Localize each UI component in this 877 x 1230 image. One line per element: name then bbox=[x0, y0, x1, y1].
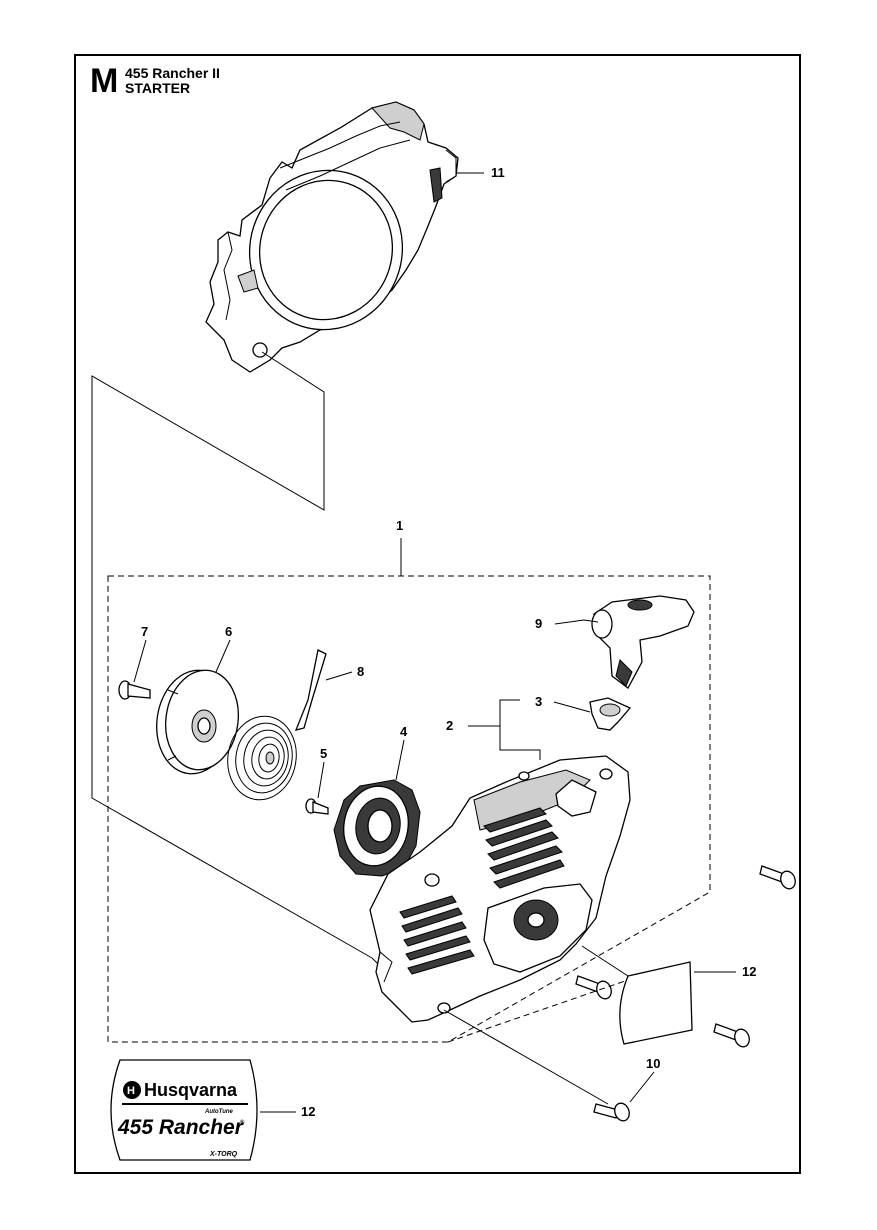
callout-12-decal: 12 bbox=[301, 1104, 315, 1119]
leader-5 bbox=[317, 761, 325, 799]
assembly-boundary-extension bbox=[447, 979, 629, 1043]
callout-6: 6 bbox=[225, 624, 232, 639]
leader-4 bbox=[395, 739, 405, 781]
decal-xtorq: X-TORQ bbox=[209, 1151, 238, 1158]
screw-10-bottom bbox=[593, 1102, 630, 1122]
assembly-boundary bbox=[107, 575, 711, 1043]
leader-6 bbox=[215, 639, 231, 673]
starter-housing-2 bbox=[369, 755, 631, 1023]
decal-12-husqvarna: H Husqvarna AutoTune 455 Rancher ® X-TOR… bbox=[110, 1059, 258, 1161]
housing-vents-lower bbox=[399, 895, 475, 975]
callout-2: 2 bbox=[446, 718, 453, 733]
decal-brand: Husqvarna bbox=[144, 1080, 238, 1100]
callout-12-right: 12 bbox=[742, 964, 756, 979]
leader-2 bbox=[468, 699, 541, 760]
screw-10-right-top bbox=[759, 865, 796, 890]
starter-handle-9 bbox=[591, 595, 695, 689]
screw-10-right-bottom bbox=[713, 1023, 750, 1048]
assembly-leader-lines bbox=[91, 351, 381, 967]
section-letter: M bbox=[90, 62, 119, 100]
callout-3: 3 bbox=[535, 694, 542, 709]
leader-8 bbox=[325, 671, 353, 681]
callout-9: 9 bbox=[535, 616, 542, 631]
callout-4: 4 bbox=[400, 724, 408, 739]
husqvarna-logo-icon: H bbox=[123, 1081, 141, 1099]
section-title: STARTER bbox=[125, 80, 191, 96]
decal-autotune: AutoTune bbox=[204, 1109, 234, 1115]
leader-9 bbox=[554, 619, 599, 625]
svg-text:H: H bbox=[127, 1085, 135, 1097]
screw-axis-line bbox=[443, 1009, 609, 1105]
pulley-6 bbox=[156, 669, 239, 775]
screw-10-middle bbox=[575, 975, 612, 1000]
model-title: 455 Rancher II bbox=[125, 65, 220, 81]
screw-7 bbox=[118, 680, 151, 700]
screw-5 bbox=[305, 798, 329, 815]
callout-5: 5 bbox=[320, 746, 327, 761]
spring-cassette-4 bbox=[333, 779, 421, 877]
cover-housing-part bbox=[205, 101, 459, 373]
decal-axis-line bbox=[581, 945, 629, 977]
leader-7 bbox=[133, 639, 147, 683]
recoil-spring-8 bbox=[227, 649, 327, 801]
page-frame bbox=[74, 54, 801, 1174]
callout-10: 10 bbox=[646, 1056, 660, 1071]
callout-8: 8 bbox=[357, 664, 364, 679]
housing-vents-upper bbox=[483, 807, 565, 889]
callout-11: 11 bbox=[491, 165, 505, 180]
callout-1: 1 bbox=[396, 518, 403, 533]
leader-3 bbox=[553, 701, 591, 713]
decal-model: 455 Rancher bbox=[117, 1116, 245, 1139]
leader-10 bbox=[629, 1071, 655, 1103]
svg-text:®: ® bbox=[240, 1119, 245, 1126]
rope-guide-3 bbox=[589, 697, 632, 731]
decal-12-blank bbox=[619, 961, 693, 1045]
callout-7: 7 bbox=[141, 624, 148, 639]
